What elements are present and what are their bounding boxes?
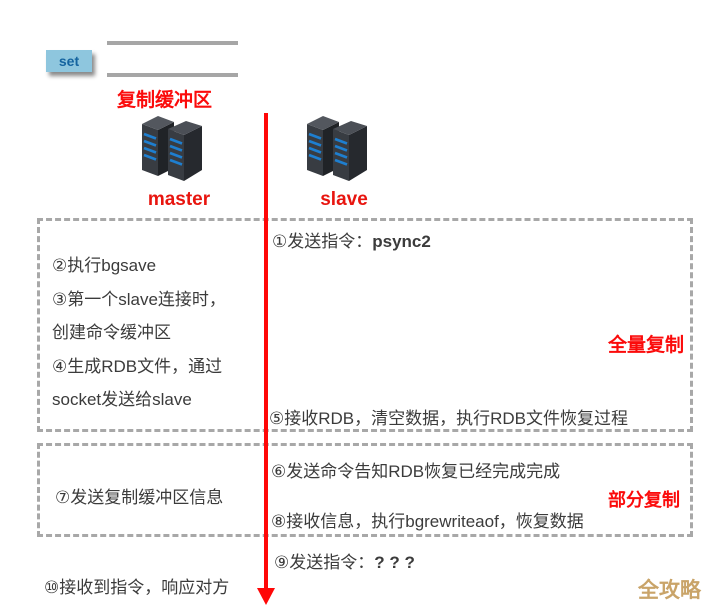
step-10-respond: ⑩接收到指令，响应对方 [44,578,230,597]
watermark-text: 全攻略 [638,579,701,602]
slave-server-icon [307,116,367,181]
step-9-send-command: ⑨发送指令：? ? ? [274,548,415,573]
timeline-divider-line [264,113,268,590]
down-arrow-icon [257,588,275,605]
step-9-text: ⑨发送指令： [274,553,375,572]
master-server-icon [142,116,202,181]
partial-replication-box [37,443,693,537]
step-1-command: psync2 [372,232,431,251]
step-4-generate-rdb: ④生成RDB文件，通过 [52,356,223,376]
step-6-notify-rdb-done: ⑥发送命令告知RDB恢复已经完成完成 [271,462,561,481]
step-1-text: ①发送指令： [272,232,373,251]
set-command-chip: set [46,50,92,72]
full-replication-box [37,218,693,432]
slave-label: slave [320,189,368,210]
buffer-bottom-line [107,73,238,77]
step-7-send-buffer-info: ⑦发送复制缓冲区信息 [55,488,224,507]
partial-replication-tag: 部分复制 [608,490,680,510]
step-4-socket-send: socket发送给slave [52,390,192,409]
master-steps-block: ②执行bgsave ③第一个slave连接时， 创建命令缓冲区 ④生成RDB文件… [52,249,267,417]
step-9-command: ? ? ? [374,553,415,572]
step-8-bgrewriteaof: ⑧接收信息，执行bgrewriteaof，恢复数据 [271,512,584,531]
full-replication-tag: 全量复制 [608,335,685,356]
step-1-send-psync2: ①发送指令：psync2 [272,227,431,252]
buffer-label: 复制缓冲区 [117,90,213,111]
buffer-top-line [107,41,238,45]
step-3-create-buffer: 创建命令缓冲区 [52,323,171,342]
step-2-bgsave: ②执行bgsave [52,256,157,275]
step-5-receive-rdb: ⑤接收RDB，清空数据，执行RDB文件恢复过程 [269,409,629,428]
master-label: master [147,189,211,210]
step-3-first-slave-connect: ③第一个slave连接时， [52,289,226,309]
